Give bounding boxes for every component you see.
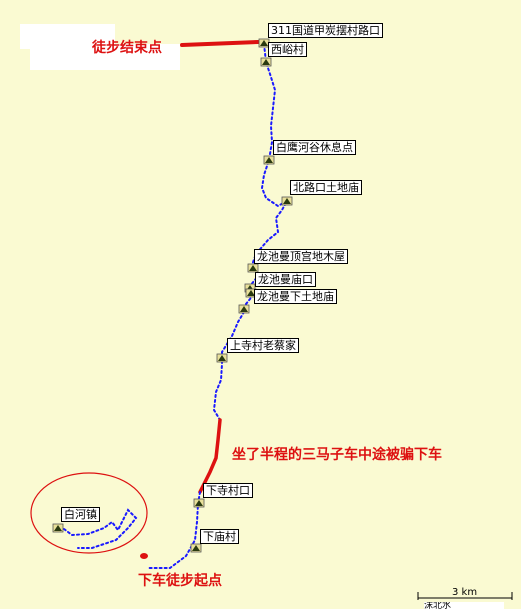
poi-label-baiying-rest-point[interactable]: 白鹰河谷休息点 [273,140,356,155]
campsite-icon[interactable] [247,263,259,273]
campsite-icon[interactable] [216,353,228,363]
poi-label-xiyu-village[interactable]: 西峪村 [268,42,307,57]
poi-label-xiamiao-village[interactable]: 下庙村 [200,529,239,544]
hiking-route-lower [147,491,201,569]
whiteout-patch [30,44,180,70]
campsite-icon[interactable] [263,155,275,165]
annotation-end-point: 徒步结束点 [92,40,162,56]
poi-label-shangsi-village[interactable]: 上寺村老蔡家 [227,338,299,353]
campsite-icon[interactable] [190,543,202,553]
hiking-route [212,43,290,421]
poi-label-baihe-town[interactable]: 白河镇 [61,507,100,522]
end-arrow [180,40,260,47]
campsite-icon[interactable] [238,304,250,314]
annotation-start-point: 下车徒步起点 [138,573,222,589]
poi-label-longchiman-cabin[interactable]: 龙池曼顶宫地木屋 [254,249,348,264]
annotation-vehicle-ride: 坐了半程的三马子车中途被骗下车 [232,447,442,463]
start-marker [140,553,148,559]
scale-caption: 沫北水 [424,602,504,609]
town-circle [30,472,148,554]
poi-label-longchiman-lower-temple[interactable]: 龙池曼下土地庙 [254,289,337,304]
poi-label-xiasi-village-gate[interactable]: 下寺村口 [203,483,253,498]
scale-label: 3 km [452,587,478,598]
poi-label-beilukou-temple[interactable]: 北路口土地庙 [290,180,362,195]
vehicle-segment [198,418,222,494]
poi-label-longchiman-temple-gate[interactable]: 龙池曼庙口 [255,272,316,287]
campsite-icon[interactable] [193,498,205,508]
campsite-icon[interactable] [260,57,272,67]
campsite-icon[interactable] [281,196,293,206]
poi-label-311-road-junction[interactable]: 311国道甲炭摆村路口 [268,23,383,38]
town-route [59,508,138,549]
campsite-icon[interactable] [52,523,64,533]
scale-bar [417,592,513,600]
